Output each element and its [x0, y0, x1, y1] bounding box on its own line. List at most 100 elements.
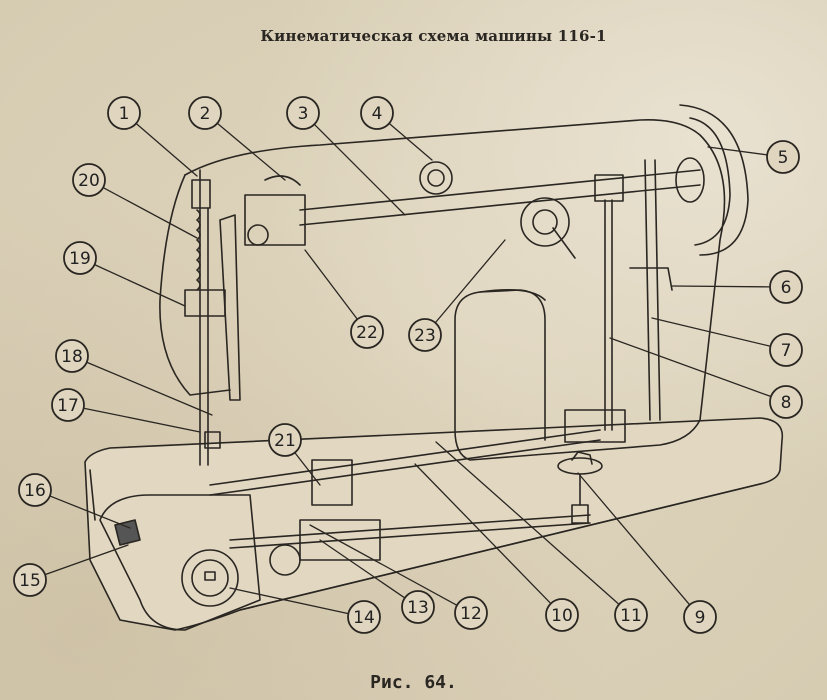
callout-circle: [766, 140, 800, 174]
callout-circle: [454, 596, 488, 630]
callout-number: 6: [781, 278, 792, 298]
callout-circle: [347, 600, 381, 634]
shuttle-assembly: [99, 494, 381, 631]
callout-6: 6: [671, 270, 803, 304]
callout-20: 20: [72, 163, 198, 239]
callout-7: 7: [651, 317, 803, 367]
leader-line: [707, 146, 768, 156]
callout-4: 4: [360, 96, 433, 161]
leader-line: [319, 539, 406, 599]
vertical-rods: [604, 159, 673, 431]
callout-circle: [63, 241, 97, 275]
leader-line: [434, 239, 506, 324]
callout-circle: [350, 315, 384, 349]
callout-number: 18: [61, 347, 83, 367]
leader-line: [216, 122, 286, 181]
callout-circle: [107, 96, 141, 130]
stitch-regulator: [557, 451, 603, 524]
leader-line: [294, 451, 321, 486]
leader-line: [102, 186, 198, 239]
callout-number: 16: [24, 481, 46, 501]
callout-12: 12: [309, 524, 488, 630]
lower-shaft: [209, 409, 626, 549]
leader-line: [313, 123, 406, 216]
callout-number: 10: [551, 606, 573, 626]
callout-10: 10: [414, 463, 579, 632]
callout-5: 5: [707, 140, 800, 174]
callout-1: 1: [107, 96, 198, 177]
leader-line: [86, 361, 213, 416]
upper-shaft: [299, 161, 701, 259]
callout-17: 17: [51, 388, 201, 433]
leader-line: [304, 249, 359, 320]
callout-circle: [268, 423, 302, 457]
leader-line: [44, 544, 129, 576]
callout-3: 3: [286, 96, 406, 216]
callout-circle: [614, 598, 648, 632]
diagram-title: Кинематическая схема машины 116-1: [260, 27, 607, 45]
leader-line: [388, 122, 433, 161]
leader-line: [651, 317, 772, 347]
callout-number: 23: [414, 326, 436, 346]
leader-line: [135, 122, 198, 177]
callout-number: 5: [778, 148, 789, 168]
callout-21: 21: [268, 423, 321, 486]
callout-circle: [72, 163, 106, 197]
callout-23: 23: [408, 239, 506, 352]
leader-line: [577, 472, 691, 606]
callout-number: 7: [781, 341, 792, 361]
callout-number: 13: [407, 598, 429, 618]
callout-14: 14: [229, 587, 381, 634]
callout-11: 11: [435, 441, 648, 632]
callout-circle: [769, 270, 803, 304]
callout-15: 15: [13, 544, 129, 597]
callout-circle: [55, 339, 89, 373]
callout-circle: [769, 333, 803, 367]
callout-circle: [51, 388, 85, 422]
callout-number: 14: [353, 608, 375, 628]
callout-number: 20: [78, 171, 100, 191]
machine-arm: [159, 118, 726, 461]
callout-circle: [683, 600, 717, 634]
callout-circle: [13, 563, 47, 597]
leader-line: [414, 463, 552, 605]
callout-circle: [545, 598, 579, 632]
callout-number: 11: [620, 606, 642, 626]
callout-number: 21: [274, 431, 296, 451]
callout-number: 2: [200, 104, 211, 124]
callout-19: 19: [63, 241, 186, 307]
leader-line: [93, 264, 186, 307]
leader-line: [309, 524, 458, 606]
callout-circle: [408, 318, 442, 352]
callout-number: 3: [298, 104, 309, 124]
leader-line: [49, 495, 131, 529]
callout-number: 19: [69, 249, 91, 269]
callout-8: 8: [609, 337, 803, 419]
leader-line: [671, 285, 771, 288]
figure-caption: Рис. 64.: [370, 672, 457, 693]
callout-number: 22: [356, 323, 378, 343]
callout-13: 13: [319, 539, 435, 624]
callout-number: 12: [460, 604, 482, 624]
leader-line: [435, 441, 620, 606]
callout-number: 17: [57, 396, 79, 416]
callout-2: 2: [188, 96, 286, 181]
callout-circle: [18, 473, 52, 507]
callout-9: 9: [577, 472, 717, 634]
leader-line: [83, 407, 201, 433]
callout-number: 9: [695, 608, 706, 628]
callout-circle: [188, 96, 222, 130]
callout-number: 8: [781, 393, 792, 413]
callout-circle: [360, 96, 394, 130]
needle-bar-mechanism: [184, 169, 306, 466]
callout-circle: [401, 590, 435, 624]
callout-number: 4: [372, 104, 383, 124]
leader-line: [609, 337, 772, 398]
callout-circle: [286, 96, 320, 130]
callout-number: 1: [119, 104, 130, 124]
leader-line: [229, 587, 350, 615]
callout-18: 18: [55, 339, 213, 416]
callout-16: 16: [18, 473, 131, 529]
